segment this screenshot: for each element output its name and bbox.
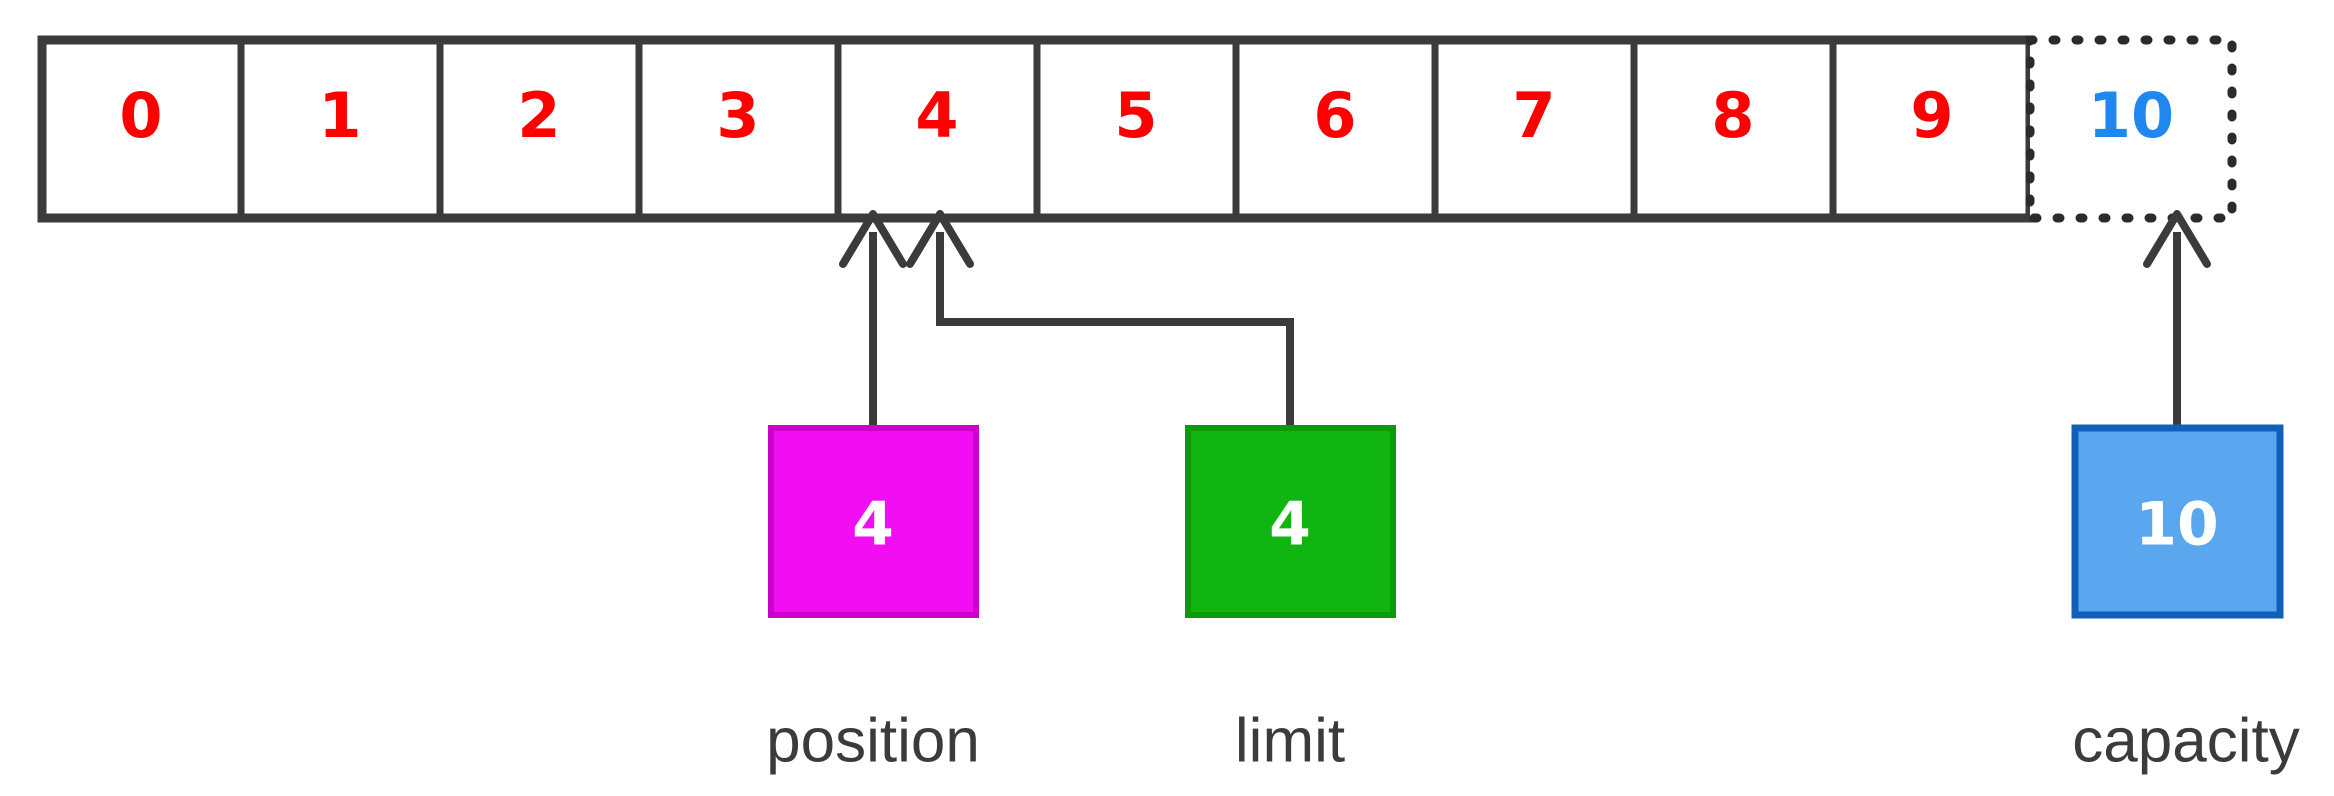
limit-box[interactable]: [1185, 425, 1396, 618]
capacity-box[interactable]: [2071, 424, 2284, 619]
buffer-array: 0 1 2 3 4 5 6 7 8 9 10: [37, 35, 2237, 223]
position-arrowhead: [839, 210, 907, 268]
position-box[interactable]: [768, 425, 979, 618]
cell-label-6: 6: [1313, 79, 1356, 152]
position-marker[interactable]: 4 position: [766, 425, 980, 775]
capacity-connector: [2143, 210, 2211, 428]
cell-label-10: 10: [2088, 79, 2174, 152]
capacity-marker[interactable]: 10 capacity: [2071, 424, 2300, 775]
cell-label-8: 8: [1711, 79, 1754, 152]
cell-label-4: 4: [915, 79, 958, 152]
capacity-label: capacity: [2072, 706, 2299, 775]
buffer-dotted-cell: [2025, 35, 2237, 223]
cell-label-1: 1: [318, 79, 361, 152]
position-box-value: 4: [852, 490, 894, 560]
cell-label-3: 3: [716, 79, 759, 152]
cell-label-7: 7: [1512, 79, 1555, 152]
limit-connector: [906, 210, 1294, 428]
position-label: position: [766, 706, 980, 775]
cell-label-9: 9: [1910, 79, 1953, 152]
cell-label-5: 5: [1114, 79, 1157, 152]
capacity-arrowhead: [2143, 210, 2211, 268]
capacity-box-value: 10: [2135, 490, 2219, 560]
position-connector: [839, 210, 907, 428]
limit-box-value: 4: [1269, 490, 1311, 560]
limit-arrowhead: [906, 210, 974, 268]
limit-label: limit: [1235, 706, 1345, 775]
cell-label-0: 0: [119, 79, 162, 152]
cell-label-2: 2: [517, 79, 560, 152]
limit-marker[interactable]: 4 limit: [1185, 425, 1396, 775]
limit-connector-line: [936, 232, 1294, 428]
